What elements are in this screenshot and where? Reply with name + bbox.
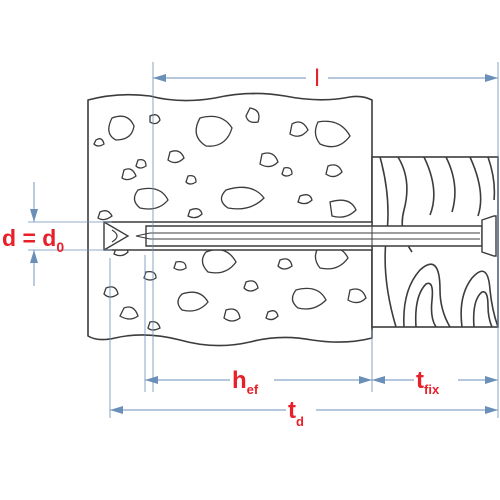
wood-grain [379, 157, 498, 327]
concrete-base [87, 92, 373, 347]
dimension-d [30, 182, 38, 286]
extension-lines [28, 62, 499, 418]
anchor-sleeve [145, 225, 483, 247]
labels: l d = d0 hef tfix td [2, 64, 458, 430]
label-tfix: tfix [416, 367, 440, 397]
label-hef: hef [232, 367, 259, 397]
label-td: td [288, 397, 304, 429]
anchor-head [481, 215, 497, 257]
label-l: l [314, 65, 319, 92]
aggregate-pebbles [93, 107, 367, 331]
label-diameter: d = d0 [2, 225, 64, 255]
anchor-nail [103, 215, 497, 257]
